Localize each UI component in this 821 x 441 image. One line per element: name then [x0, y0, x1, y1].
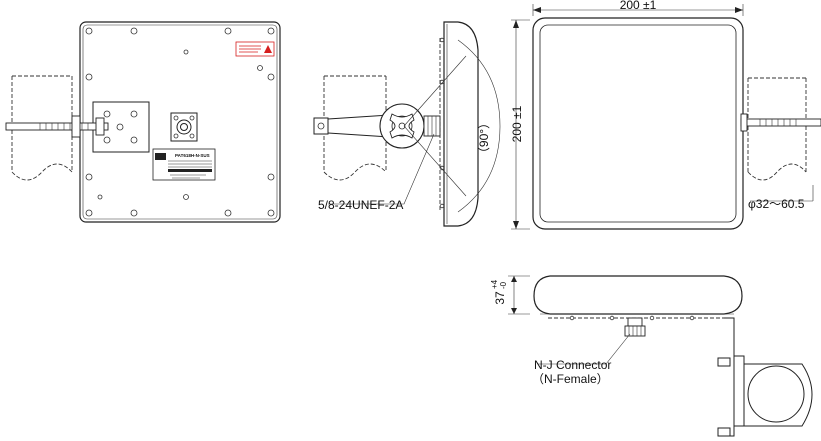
bottom-screws — [569, 315, 695, 321]
radome-bottom-profile — [533, 275, 743, 315]
depth-dimension: 37 — [493, 291, 507, 305]
bracket-bottom-view — [717, 317, 813, 437]
height-dimension: 200 ±1 — [510, 105, 524, 142]
u-bolt-right — [740, 113, 821, 132]
width-dimension: 200 ±1 — [620, 0, 657, 12]
n-connector-bottom — [624, 317, 646, 337]
connector-flange-front — [170, 112, 198, 142]
warning-label — [235, 41, 275, 57]
depth-tolerance-lower: -0 — [499, 281, 508, 289]
pole-diameter-label: φ32～60.5 — [748, 197, 805, 211]
plate-screws — [85, 27, 275, 217]
connector-callout-line1: N-J Connector — [534, 358, 611, 372]
product-label-plate: PAT618H-N-SUS — [152, 148, 216, 181]
front-view: PAT618H-N-SUS — [5, 21, 281, 223]
u-bolt-rod — [5, 115, 109, 138]
side-view: （90°） 5/8-24UNEF-2A — [313, 21, 501, 227]
radome-side-profile — [443, 21, 479, 227]
pole-outline-middle — [323, 75, 387, 181]
tilt-joint — [379, 103, 441, 149]
angle-label: （90°） — [477, 117, 491, 159]
pole-circle — [747, 365, 805, 423]
warning-triangle-icon — [264, 45, 272, 53]
label-model: PAT618H-N-SUS — [175, 153, 210, 158]
pole-outline-right — [747, 77, 807, 181]
mounting-bracket-front — [92, 101, 150, 153]
bottom-view: 37 +4 -0 N-J Connector （N-Female） — [490, 275, 813, 437]
depth-tolerance-upper: +4 — [490, 279, 499, 289]
radome-front-view: 200 ±1 200 ±1 φ32～60.5 — [510, 0, 821, 230]
thread-spec-label: 5/8-24UNEF-2A — [318, 198, 403, 212]
side-screws — [439, 37, 445, 209]
connector-callout-line2: （N-Female） — [532, 372, 609, 386]
